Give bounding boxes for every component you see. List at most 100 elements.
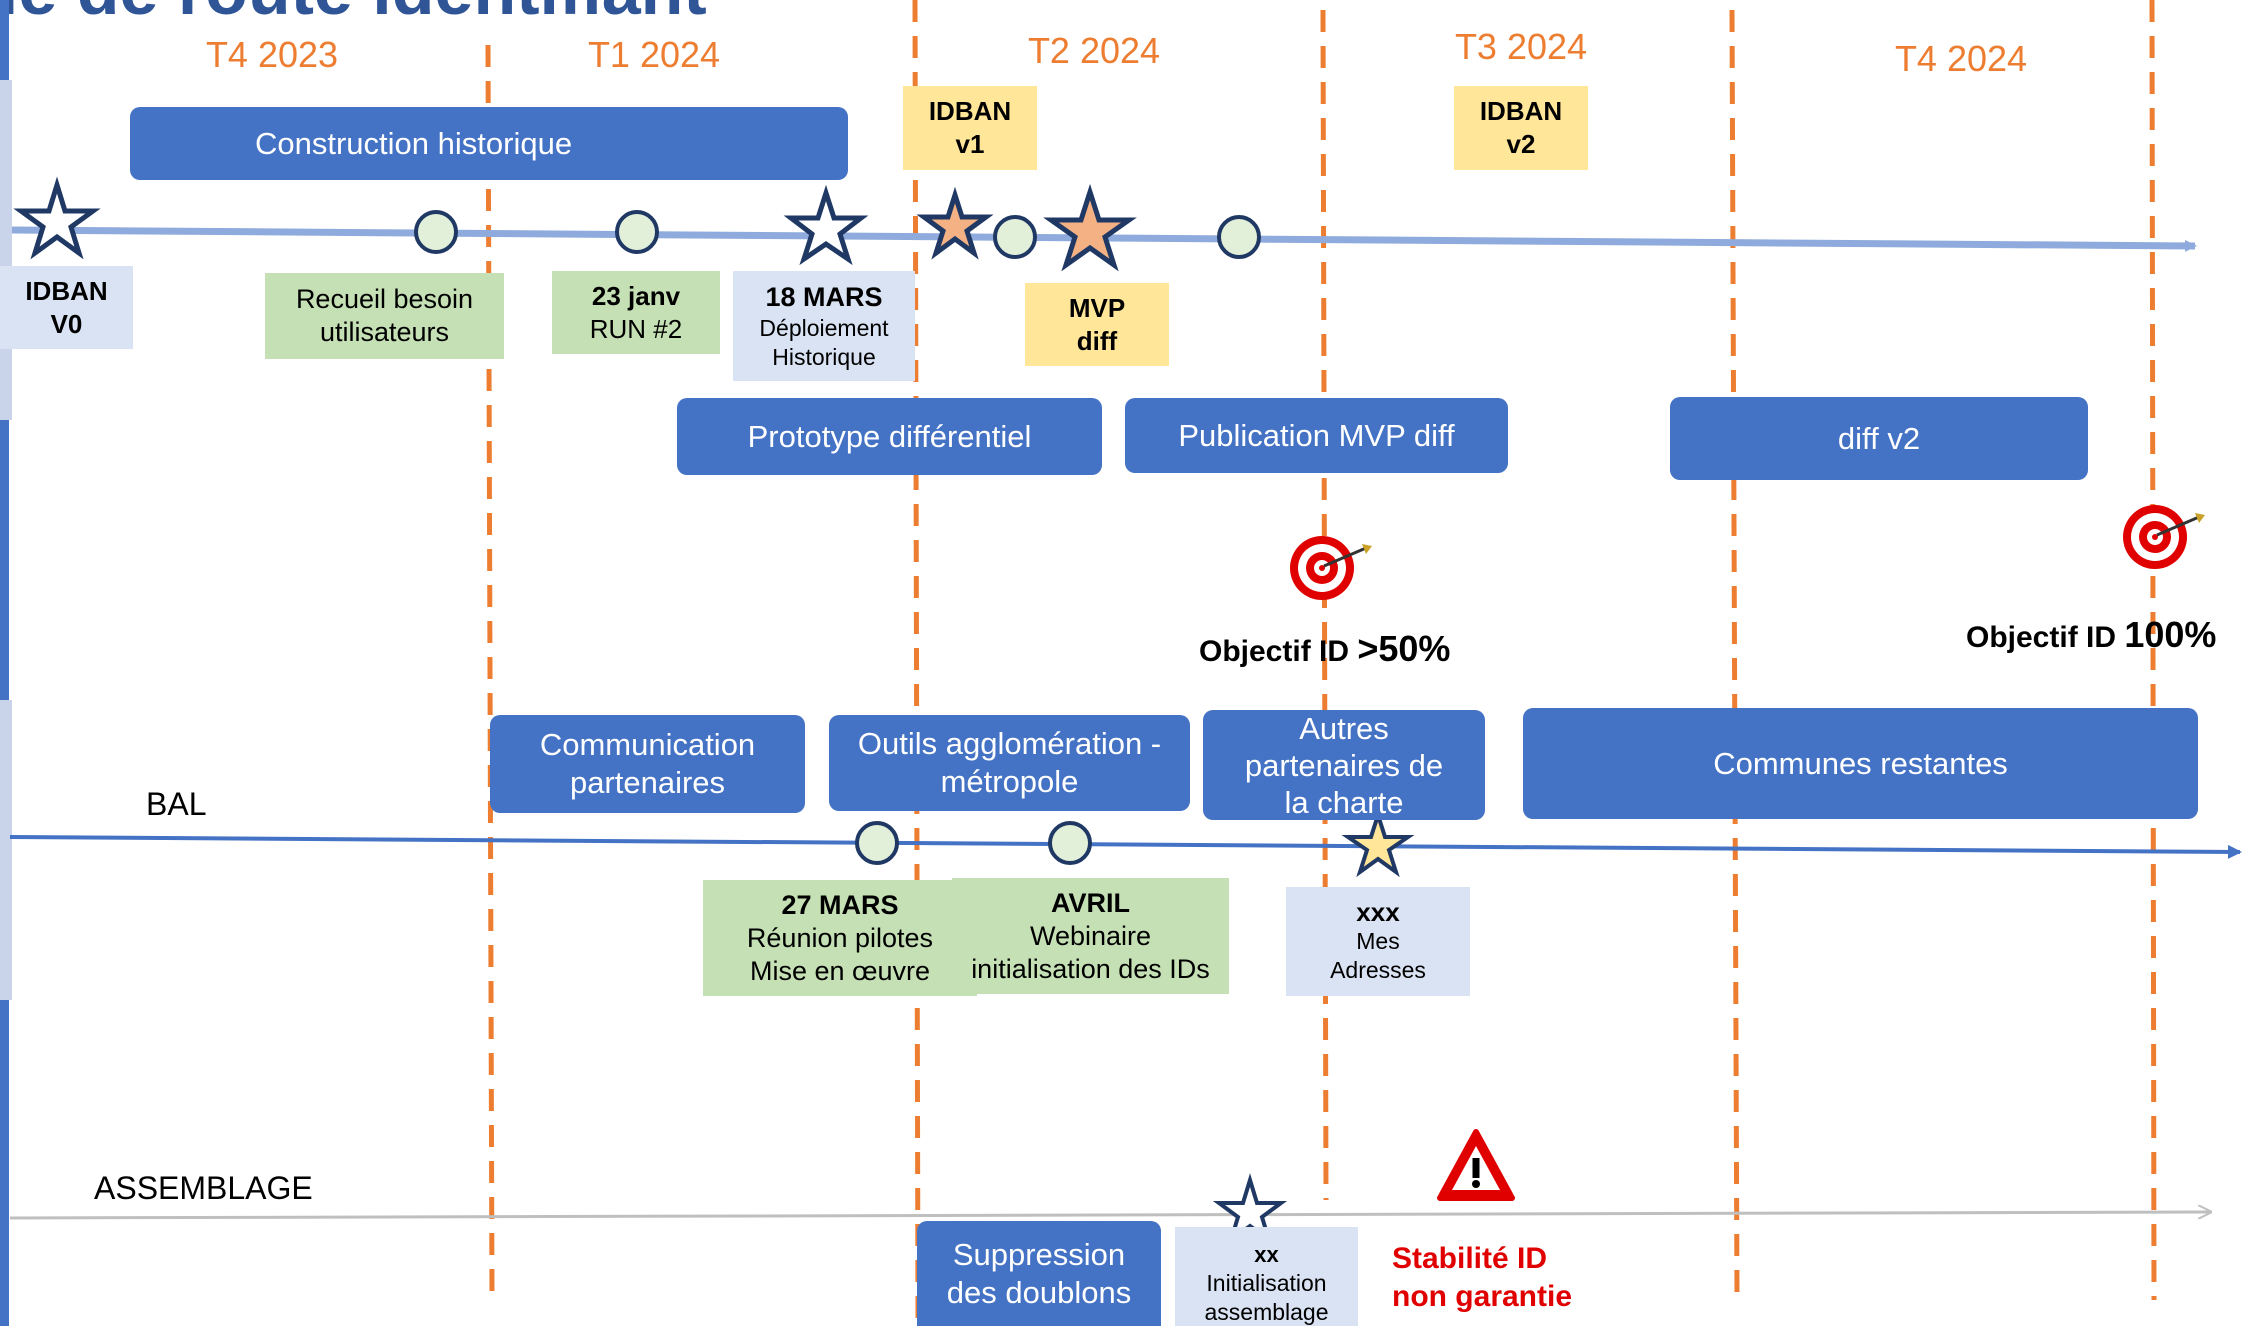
bar-suppression-doublons: Suppression des doublons bbox=[917, 1221, 1161, 1326]
page-title: ille de route identifiant bbox=[0, 0, 707, 30]
milestone-deploiement-historique: 18 MARS Déploiement Historique bbox=[733, 271, 915, 381]
bar-prototype-differentiel: Prototype différentiel bbox=[677, 398, 1102, 475]
bar-line: des doublons bbox=[946, 1274, 1132, 1310]
star-icon bbox=[13, 176, 101, 260]
warning-line: non garantie bbox=[1392, 1280, 1573, 1313]
milestone-line: RUN #2 bbox=[589, 313, 683, 344]
milestone-circle-icon bbox=[1048, 821, 1092, 865]
milestone-line: Webinaire bbox=[1029, 920, 1152, 951]
objective-100-percent: Objectif ID 100% bbox=[1966, 614, 2216, 656]
quarter-label: T4 2023 bbox=[205, 34, 339, 75]
bar-line: Autres bbox=[1299, 710, 1389, 746]
milestone-circle-icon bbox=[615, 210, 659, 254]
target-icon bbox=[1290, 536, 1372, 600]
bar-label: Construction historique bbox=[255, 125, 573, 161]
separator-t1-t2 bbox=[912, 0, 921, 1326]
milestone-idban-v0: IDBAN V0 bbox=[0, 266, 133, 349]
left-stripe bbox=[0, 0, 9, 1326]
bar-line: partenaires de bbox=[1244, 747, 1444, 783]
quarter-label: T3 2024 bbox=[1454, 26, 1588, 67]
objective-prefix: Objectif ID bbox=[1966, 621, 2125, 654]
milestone-line: Adresses bbox=[1330, 957, 1426, 983]
bar-diff-v2: diff v2 bbox=[1670, 397, 2088, 480]
milestone-line: 23 janv bbox=[591, 280, 681, 311]
left-stripe-light-2 bbox=[0, 700, 12, 1000]
separator-t2-t3 bbox=[1320, 9, 1329, 1201]
quarter-label: T1 2024 bbox=[587, 34, 721, 75]
quarter-label: T2 2024 bbox=[1027, 30, 1161, 71]
bal-timeline-arrow bbox=[9, 835, 2242, 859]
quarter-label: T4 2024 bbox=[1894, 38, 2028, 79]
milestone-line: xx bbox=[1254, 1242, 1279, 1267]
bar-line: Outils agglomération - bbox=[857, 726, 1162, 761]
milestone-line: Recueil besoin bbox=[295, 284, 474, 314]
bar-communication-partenaires: Communication partenaires bbox=[490, 715, 805, 813]
bar-line: métropole bbox=[940, 764, 1079, 799]
separator-t4-end bbox=[2149, 0, 2157, 1301]
milestone-line: Mes bbox=[1356, 928, 1400, 954]
milestone-line: Réunion pilotes bbox=[746, 922, 934, 953]
star-icon bbox=[783, 184, 869, 266]
milestone-circle-icon bbox=[1217, 215, 1261, 259]
bar-autres-partenaires: Autres partenaires de la charte bbox=[1203, 710, 1485, 820]
bar-line: Communication bbox=[539, 727, 756, 762]
release-mvp-diff: MVP diff bbox=[1025, 283, 1169, 366]
milestone-line: Mise en œuvre bbox=[749, 955, 931, 986]
milestone-webinaire: AVRIL Webinaire initialisation des IDs bbox=[952, 878, 1229, 994]
bar-label: diff v2 bbox=[1837, 420, 1921, 456]
star-icon bbox=[916, 186, 994, 260]
release-line: v2 bbox=[1506, 129, 1536, 159]
warning-line: Stabilité ID bbox=[1392, 1242, 1548, 1275]
milestone-line: V0 bbox=[50, 308, 83, 339]
separator-t3-t4 bbox=[1729, 9, 1740, 1301]
milestone-line: xxx bbox=[1356, 897, 1400, 927]
warning-stabilite-id: Stabilité ID non garantie bbox=[1392, 1240, 1572, 1316]
milestone-circle-icon bbox=[993, 215, 1037, 259]
milestone-mes-adresses: xxx Mes Adresses bbox=[1286, 887, 1470, 996]
milestone-line: AVRIL bbox=[1051, 887, 1130, 918]
warning-icon bbox=[1437, 1129, 1515, 1201]
milestone-line: IDBAN bbox=[25, 275, 108, 306]
milestone-line: Déploiement bbox=[759, 315, 889, 341]
objective-value: 100% bbox=[2124, 614, 2217, 655]
milestone-reunion-pilotes: 27 MARS Réunion pilotes Mise en œuvre bbox=[703, 880, 977, 996]
bar-communes-restantes: Communes restantes bbox=[1523, 708, 2198, 819]
milestone-line: initialisation des IDs bbox=[971, 953, 1210, 984]
release-idban-v2: IDBAN v2 bbox=[1454, 86, 1588, 170]
separator-t4-t1 bbox=[485, 44, 495, 1301]
release-line: MVP bbox=[1068, 292, 1126, 323]
milestone-line: Initialisation bbox=[1206, 1270, 1327, 1296]
bar-label: Publication MVP diff bbox=[1178, 417, 1455, 453]
bar-line: Suppression bbox=[952, 1236, 1126, 1272]
release-line: IDBAN bbox=[1479, 96, 1563, 126]
bar-label: Communes restantes bbox=[1713, 745, 2008, 781]
release-line: IDBAN bbox=[928, 96, 1012, 126]
bar-line: partenaires bbox=[569, 765, 726, 800]
milestone-circle-icon bbox=[414, 210, 458, 254]
milestone-initialisation-assemblage: xx Initialisation assemblage bbox=[1175, 1227, 1358, 1326]
objective-value: >50% bbox=[1357, 628, 1451, 669]
star-icon bbox=[1341, 808, 1415, 878]
milestone-line: 27 MARS bbox=[781, 889, 899, 920]
left-stripe-light bbox=[0, 80, 12, 420]
bar-publication-mvp-diff: Publication MVP diff bbox=[1125, 398, 1508, 473]
milestone-recueil-besoin: Recueil besoin utilisateurs bbox=[265, 273, 504, 359]
milestone-line: assemblage bbox=[1204, 1299, 1329, 1325]
bar-label: Prototype différentiel bbox=[747, 418, 1032, 454]
release-idban-v1: IDBAN v1 bbox=[903, 86, 1037, 170]
track-label-bal: BAL bbox=[146, 786, 207, 822]
track-label-assemblage: ASSEMBLAGE bbox=[94, 1170, 313, 1206]
objective-50-percent: Objectif ID >50% bbox=[1199, 628, 1450, 670]
objective-prefix: Objectif ID bbox=[1199, 635, 1358, 668]
release-line: v1 bbox=[955, 129, 985, 159]
bar-outils-agglomeration: Outils agglomération - métropole bbox=[829, 715, 1190, 811]
bar-line: la charte bbox=[1284, 784, 1404, 820]
release-line: diff bbox=[1076, 325, 1118, 356]
target-icon bbox=[2123, 505, 2205, 569]
milestone-line: Historique bbox=[772, 344, 876, 370]
milestone-circle-icon bbox=[855, 821, 899, 865]
star-icon bbox=[1212, 1173, 1288, 1246]
star-icon bbox=[1043, 183, 1137, 272]
